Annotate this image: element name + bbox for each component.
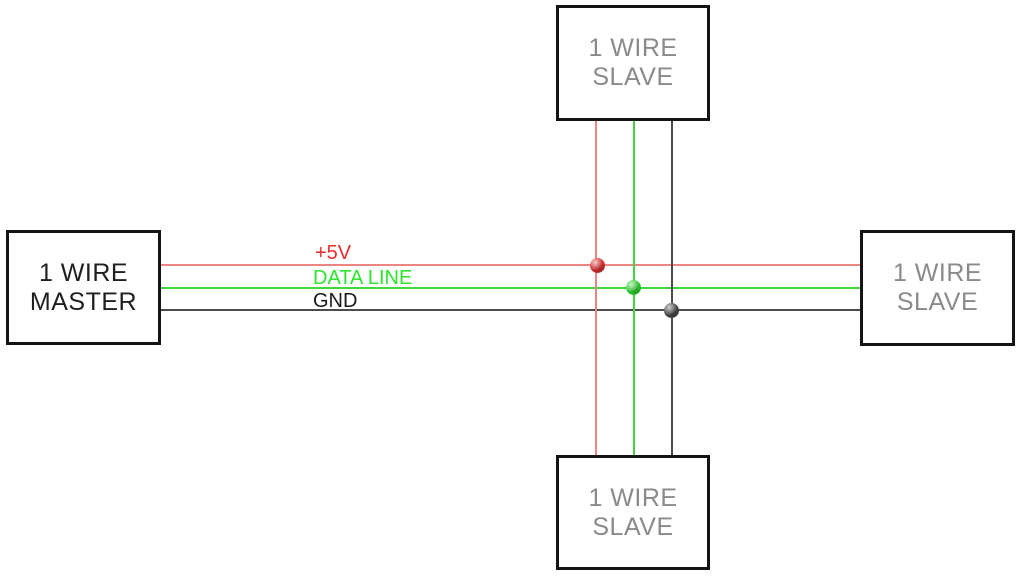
wire-gnd-horizontal — [161, 309, 860, 311]
slave-top-label-line1: 1 WIRE — [588, 34, 678, 62]
junction-dot-gnd — [664, 303, 679, 318]
slave-right-label-line2: SLAVE — [896, 288, 979, 316]
junction-dot-5v — [590, 258, 605, 273]
master-node: 1 WIRE MASTER — [6, 230, 161, 345]
slave-top-label-line2: SLAVE — [592, 63, 674, 91]
junction-dot-data — [626, 280, 641, 295]
slave-node-bottom: 1 WIRE SLAVE — [556, 455, 710, 570]
wire-gnd-vertical — [671, 121, 673, 455]
wire-5v-horizontal — [161, 264, 860, 266]
slave-node-top: 1 WIRE SLAVE — [556, 5, 710, 121]
wire-label-data: DATA LINE — [313, 267, 413, 289]
slave-node-right: 1 WIRE SLAVE — [860, 230, 1015, 346]
slave-right-label-line1: 1 WIRE — [892, 259, 983, 287]
wire-data-horizontal — [161, 287, 860, 289]
wire-label-5v: +5V — [315, 242, 352, 264]
slave-bottom-label-line2: SLAVE — [592, 512, 674, 541]
slave-bottom-label-line1: 1 WIRE — [588, 483, 678, 512]
master-node-label-line2: MASTER — [29, 287, 138, 316]
wire-label-gnd: GND — [313, 290, 358, 312]
master-node-label-line1: 1 WIRE — [38, 258, 129, 287]
wire-5v-vertical — [595, 121, 597, 455]
